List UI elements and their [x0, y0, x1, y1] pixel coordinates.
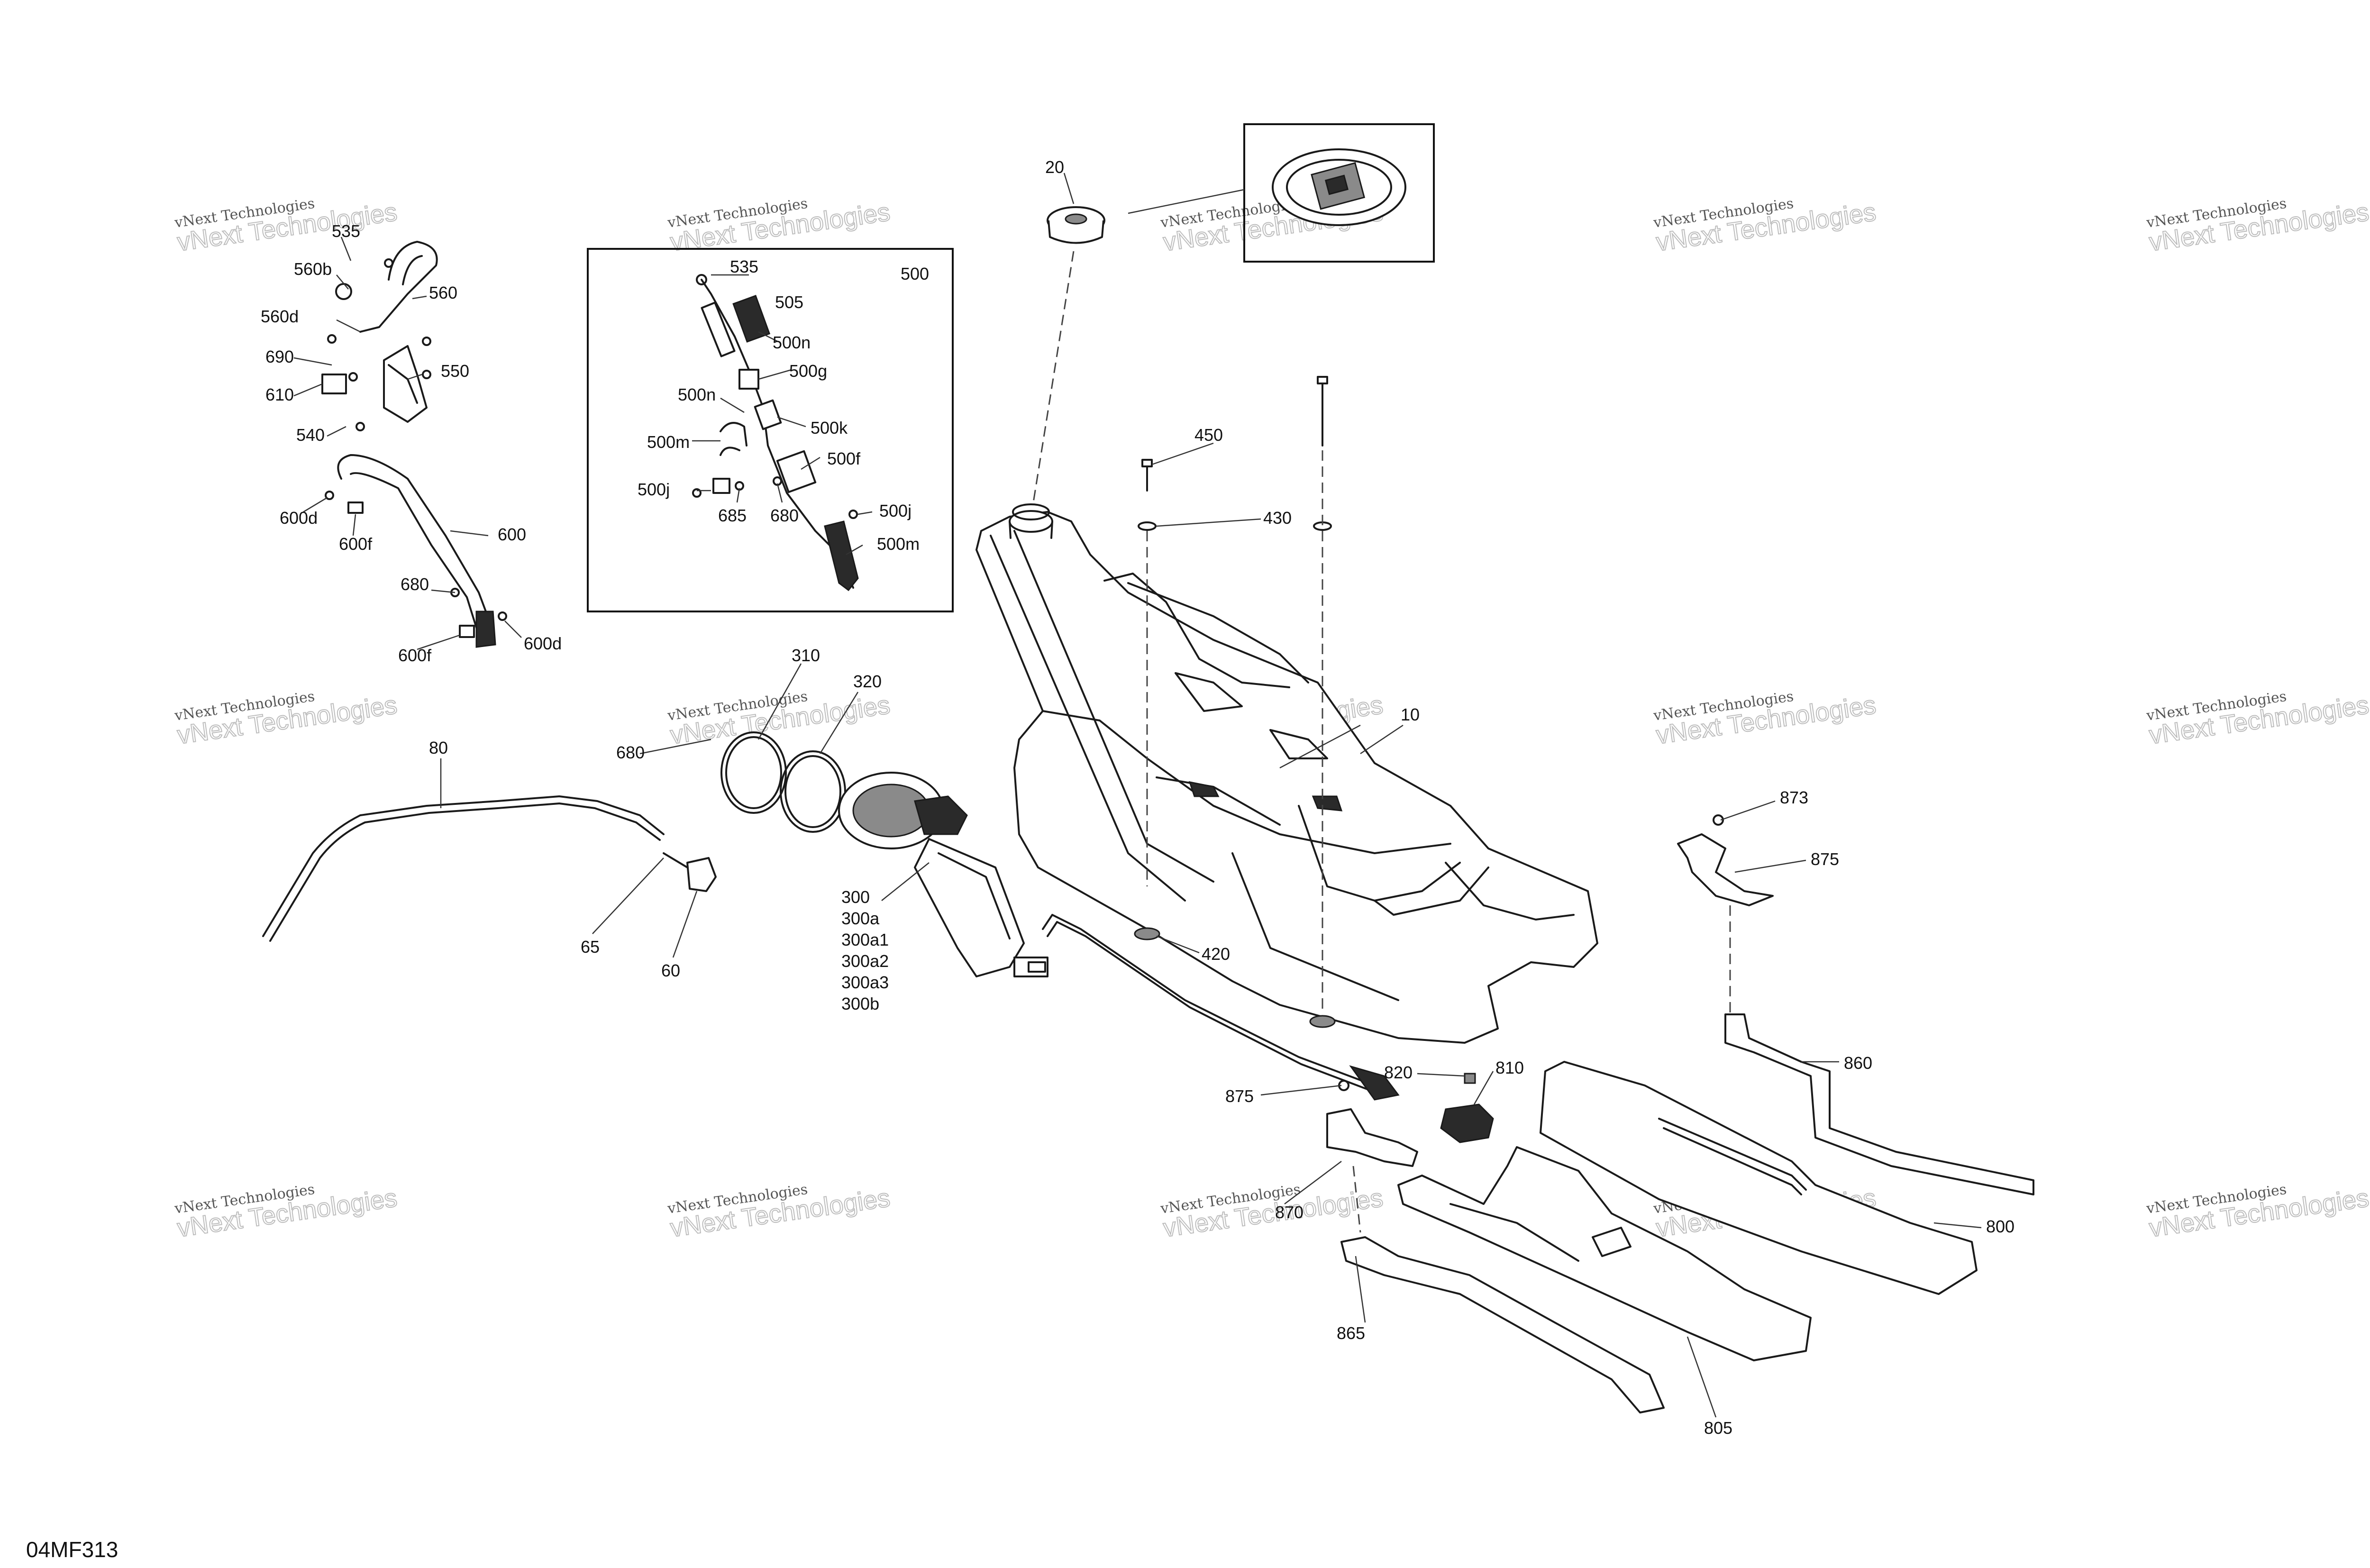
- callout-60: 60: [661, 961, 680, 980]
- callout-600: 600: [498, 525, 526, 544]
- callout-500j-b: 500j: [879, 501, 912, 520]
- callout-420: 420: [1202, 944, 1230, 964]
- callout-610: 610: [265, 385, 294, 404]
- callout-870: 870: [1275, 1203, 1304, 1222]
- callout-450: 450: [1194, 425, 1223, 445]
- vent-assembly: [321, 241, 438, 431]
- watermark: vNext Technologies vNext Technologies: [666, 1181, 892, 1243]
- grommet-420-b: [1309, 1015, 1336, 1028]
- callout-500: 500: [901, 264, 929, 283]
- callout-820: 820: [1384, 1063, 1413, 1082]
- callout-535-inset: 535: [730, 257, 758, 276]
- callout-500j-a: 500j: [638, 480, 670, 499]
- callout-505: 505: [775, 292, 803, 312]
- bracket-alignment-line: [1352, 1166, 1361, 1233]
- callout-800: 800: [1986, 1217, 2014, 1236]
- fuel-line-80: [262, 795, 717, 942]
- callout-labels: 20 10 450 430 420 535 560b 560 560d 550 …: [261, 157, 2014, 1438]
- callout-300: 300: [841, 887, 870, 907]
- fuel-pump-module-300: [838, 772, 1400, 1101]
- callout-500m-b: 500m: [877, 534, 920, 554]
- grommet-420: [1134, 927, 1160, 940]
- watermark: vNext Technologies vNext Technologies: [2145, 1181, 2370, 1243]
- callout-875-a: 875: [1811, 849, 1839, 869]
- watermark: vNext Technologies vNext Technologies: [2145, 688, 2370, 750]
- watermark: vNext Technologies vNext Technologies: [2145, 195, 2370, 257]
- clamp-810: [1440, 1073, 1494, 1143]
- callout-600d-b: 600d: [524, 634, 562, 653]
- strap-865: [1340, 1236, 1665, 1413]
- washer-430: [1138, 521, 1157, 531]
- callout-600f-b: 600f: [398, 646, 432, 665]
- heat-shield-800: [1540, 1061, 1978, 1295]
- callout-685: 685: [718, 506, 747, 525]
- cap-alignment-line: [1032, 251, 1075, 503]
- callout-430: 430: [1263, 508, 1292, 528]
- callout-500g: 500g: [789, 361, 827, 381]
- inset-parts: [692, 274, 859, 592]
- leader-lines: [293, 173, 1982, 1418]
- callout-865: 865: [1337, 1323, 1365, 1343]
- callout-860: 860: [1844, 1053, 1872, 1073]
- callout-320: 320: [853, 672, 882, 691]
- fuel-cap: [1047, 206, 1105, 244]
- bolt-450-b: [1317, 376, 1328, 447]
- watermark: vNext Technologies vNext Technologies: [1159, 1181, 1385, 1243]
- callout-300b: 300b: [841, 994, 879, 1013]
- callout-300a1: 300a1: [841, 930, 889, 949]
- fuel-tank: [975, 503, 1598, 1044]
- watermark: vNext Technologies vNext Technologies: [173, 688, 399, 750]
- callout-65: 65: [581, 937, 600, 957]
- callout-560: 560: [429, 283, 457, 302]
- callout-810: 810: [1495, 1058, 1524, 1077]
- bolt-450: [1141, 459, 1153, 492]
- callout-300a2: 300a2: [841, 951, 889, 971]
- callout-500n-b: 500n: [678, 385, 716, 404]
- callout-805: 805: [1704, 1418, 1732, 1438]
- callout-500k: 500k: [811, 418, 848, 438]
- clip-610: [321, 374, 347, 394]
- callout-20: 20: [1045, 157, 1064, 177]
- callout-80: 80: [429, 738, 448, 757]
- callout-535: 535: [332, 221, 360, 241]
- callout-560d: 560d: [261, 307, 299, 326]
- fuel-cap-detail-inset: [1243, 123, 1435, 263]
- watermark: vNext Technologies vNext Technologies: [1652, 688, 1878, 750]
- callout-300a: 300a: [841, 909, 880, 928]
- fuel-cap-top-view: [1272, 148, 1406, 226]
- cap-detail-leader: [1128, 189, 1245, 214]
- seal-320-inner: [784, 755, 841, 828]
- diagram-reference-code: 04MF313: [26, 1537, 118, 1562]
- vent-hose-600: [325, 454, 507, 648]
- callout-600f-a: 600f: [339, 534, 373, 554]
- callout-500n-a: 500n: [773, 333, 811, 352]
- bracket-873: [1677, 814, 1774, 906]
- callout-300a3: 300a3: [841, 973, 889, 992]
- watermark: vNext Technologies vNext Technologies: [173, 195, 399, 257]
- callout-875-b: 875: [1225, 1086, 1254, 1106]
- callout-550: 550: [441, 361, 469, 381]
- fuel-pump-subassembly-inset: [587, 248, 954, 612]
- watermark: vNext Technologies vNext Technologies: [1652, 195, 1878, 257]
- callout-680-c: 680: [616, 743, 645, 762]
- callout-560b: 560b: [294, 259, 332, 279]
- callout-500f: 500f: [827, 449, 861, 468]
- watermark: vNext Technologies vNext Technologies: [173, 1181, 399, 1243]
- seal-320: [780, 750, 846, 833]
- callout-690: 690: [265, 347, 294, 366]
- callout-540: 540: [296, 425, 325, 445]
- callout-680-a: 680: [401, 574, 429, 594]
- callout-10: 10: [1401, 705, 1420, 724]
- callout-310: 310: [792, 646, 820, 665]
- callout-680-b: 680: [770, 506, 799, 525]
- watermark: vNext Technologies vNext Technologies: [666, 195, 892, 257]
- callout-500m-a: 500m: [647, 432, 690, 452]
- heat-shield-805: [1397, 1146, 1812, 1361]
- seal-310-inner: [725, 736, 782, 809]
- strap-860: [1724, 1013, 2034, 1195]
- callout-600d-a: 600d: [280, 508, 318, 528]
- seal-310: [720, 731, 787, 814]
- callout-873: 873: [1780, 788, 1808, 807]
